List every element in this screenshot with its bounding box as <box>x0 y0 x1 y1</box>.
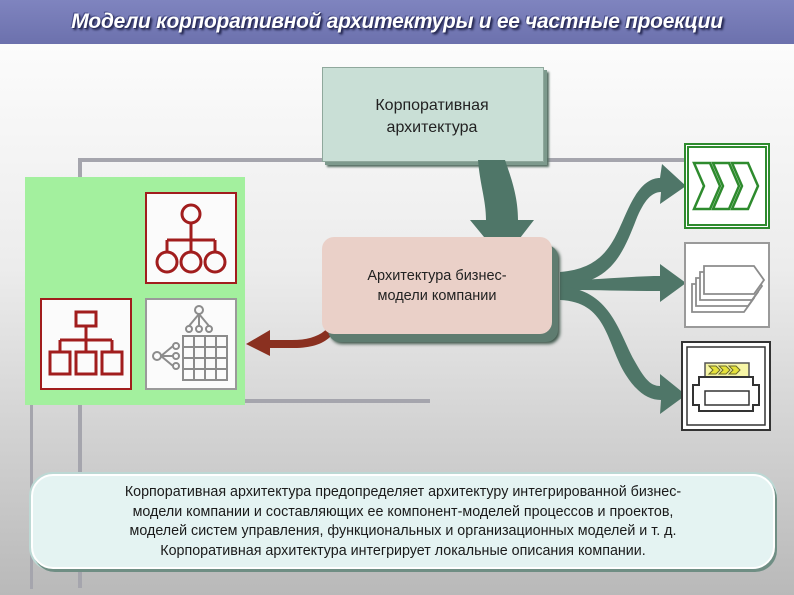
down-arrow <box>470 160 534 260</box>
corporate-architecture-line1: Корпоративная <box>375 97 489 114</box>
description-line3: моделей систем управления, функциональны… <box>129 523 677 539</box>
corporate-architecture-box <box>322 67 544 162</box>
description-line2: модели компании и составляющих ее компон… <box>132 503 674 520</box>
corporate-architecture-line2: архитектура <box>386 119 478 136</box>
description-text: Корпоративная архитектура предопределяет… <box>46 483 760 561</box>
project-tile <box>681 341 771 431</box>
business-model-box <box>322 237 552 334</box>
description-line4: Корпоративная архитектура интегрирует ло… <box>160 542 646 559</box>
hierarchy-tile <box>145 192 237 284</box>
process-chevrons-icon <box>687 146 767 226</box>
org-chart-icon <box>48 310 124 376</box>
arrow-to-process-icon <box>560 164 686 286</box>
business-model-line1: Архитектура бизнес- <box>367 268 507 284</box>
title-bar <box>0 0 794 44</box>
org-chart-tile <box>40 298 132 390</box>
page-title: Модели корпоративной архитектуры и ее ча… <box>71 10 723 33</box>
project-bar-icon <box>686 346 766 426</box>
left-arrow <box>246 305 341 356</box>
arrow-to-project-icon <box>560 286 686 414</box>
corporate-architecture-label: Корпоративная архитектура <box>322 95 542 139</box>
hierarchy-tree-icon <box>155 203 227 274</box>
tree-grid-icon <box>152 305 228 381</box>
tree-grid-tile <box>145 298 237 390</box>
description-box <box>31 474 775 569</box>
process-tile <box>684 143 770 229</box>
business-model-line2: модели компании <box>377 288 497 304</box>
documents-tile <box>684 242 770 328</box>
business-model-label: Архитектура бизнес- модели компании <box>322 266 552 306</box>
stacked-documents-icon <box>691 265 766 313</box>
arrow-to-documents-icon <box>560 264 686 302</box>
description-line1: Корпоративная архитектура предопределяет… <box>124 484 682 500</box>
